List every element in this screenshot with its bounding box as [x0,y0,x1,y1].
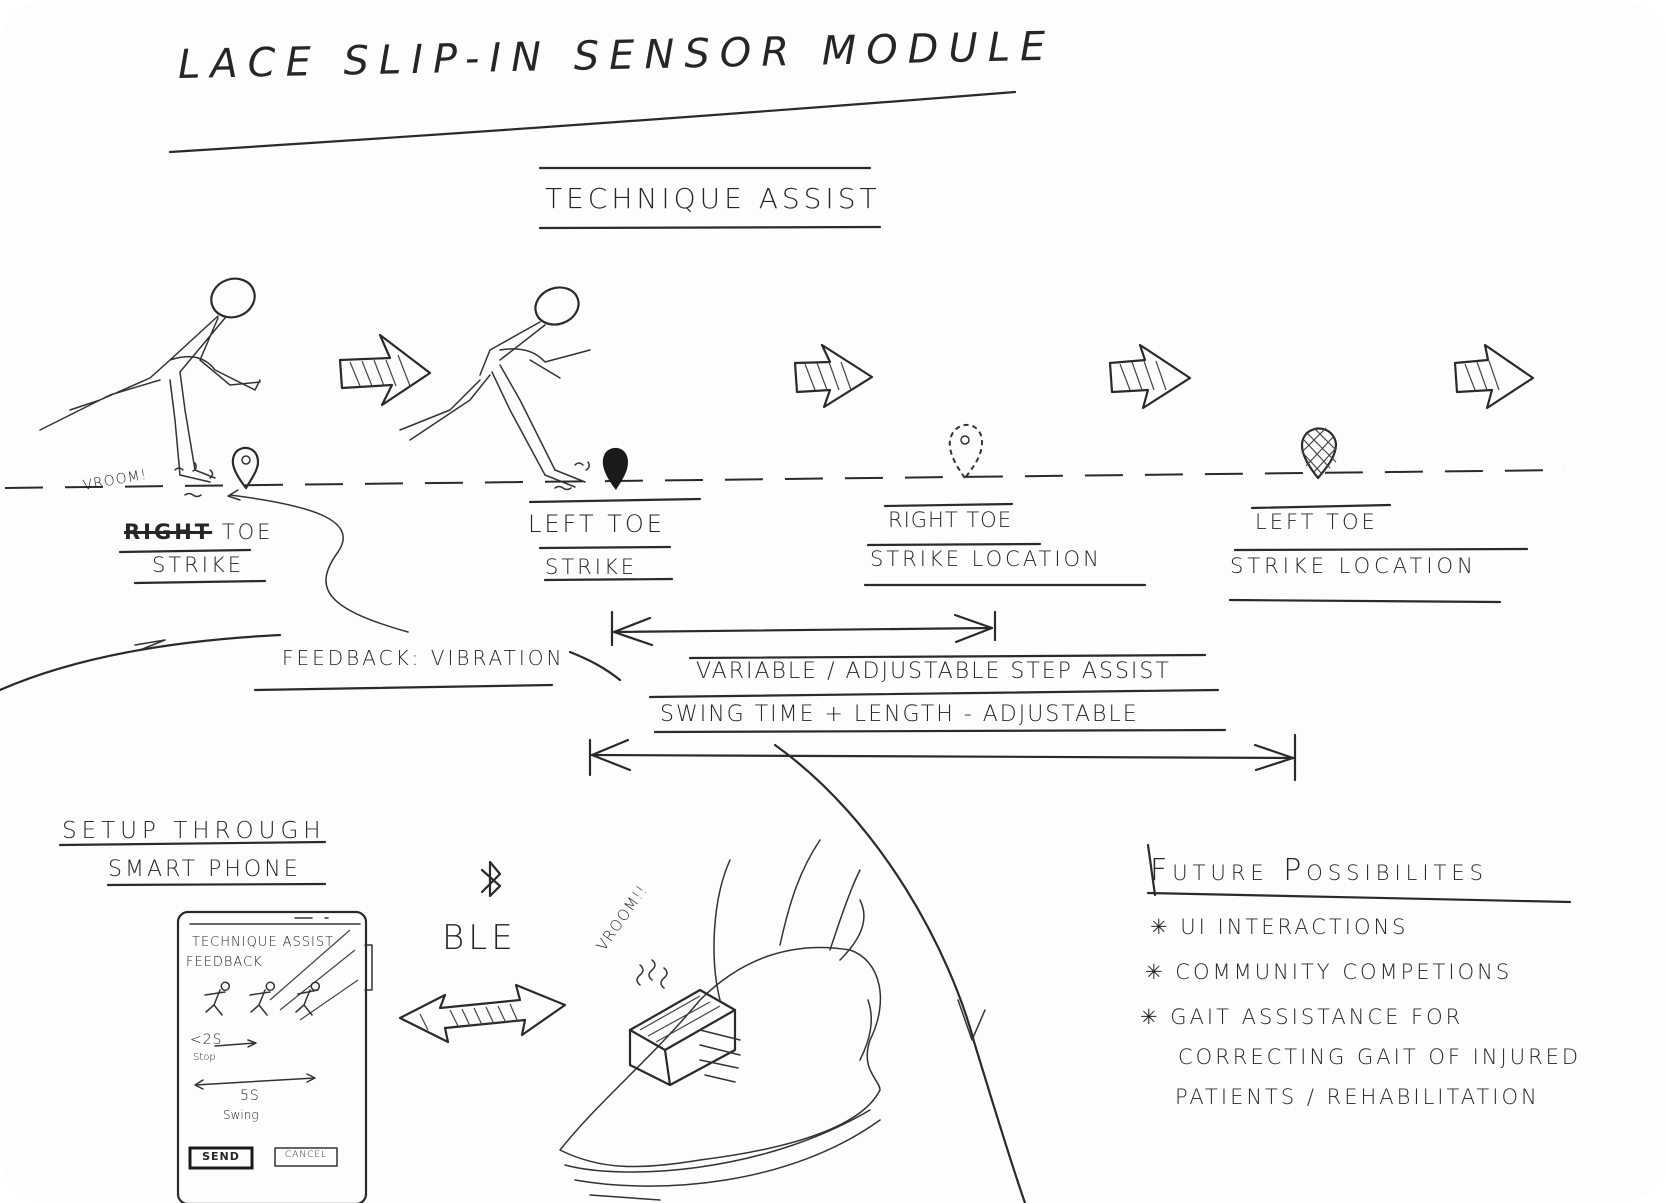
strike-pin-2-icon [602,447,628,490]
future-item-1: ✳ UI Interactions [1150,915,1409,939]
step2-underline [528,497,702,582]
smartphone-sketch [176,910,373,1203]
step3-label-line1: Right Toe [888,508,1012,532]
future-heading: Future Possibilites [1150,853,1488,888]
shoe-with-sensor-sketch [559,839,882,1201]
heading-underline [538,225,882,230]
asterisk-bullet-icon: ✳ [1150,915,1181,939]
phone-swing-label: Swing [223,1108,259,1122]
ground-dashed-line [4,469,1566,489]
sequence-arrow-1 [338,333,432,407]
step2-label-line2: Strike [545,555,637,579]
sequence-arrow-4 [1453,343,1535,410]
zoom-arc-right [773,743,1027,1203]
feedback-underline [253,683,554,692]
strike-location-pin-right-icon [948,423,984,480]
sequence-arrow-2 [793,343,874,409]
technique-assist-heading: Technique Assist [545,182,881,215]
feedback-vibration-label: Feedback: Vibration [282,646,565,670]
step2-label-line1: Left Toe [528,510,665,538]
step1-underline [118,548,267,585]
step1-label-line2: Strike [152,553,244,577]
phone-cancel-button[interactable]: Cancel [284,1150,328,1160]
swing-label: Swing Time + Length - Adjustable [660,702,1139,727]
future-item-3-cont-1: correcting gait of injured [1178,1045,1582,1069]
strike-location-pin-left-icon [1300,427,1338,480]
step4-underline [1228,503,1529,604]
step-assist-dimension [610,610,997,647]
strike-pin-1-icon [231,446,260,490]
feedback-curve [229,494,409,633]
title-underline [168,90,1017,154]
setup-heading-line2: Smart Phone [108,857,301,882]
runner-figure-1 [39,277,261,483]
future-item-3-cont-2: patients / rehabilitation [1175,1085,1540,1109]
vibration-marks-2 [554,461,590,491]
step3-label-line2: Strike Location [870,547,1102,571]
future-underline [1146,843,1572,904]
step4-label-line1: Left Toe [1255,510,1378,534]
step4-label-line2: Strike Location [1230,554,1477,578]
ble-label: BLE [442,918,517,958]
phone-send-button[interactable]: Send [202,1150,240,1163]
sequence-arrow-3 [1108,343,1192,410]
swing-dimension [588,733,1297,782]
vibration-marks-1 [174,462,214,498]
step1-struck-word: Right [124,520,213,544]
phone-stop-value: <2s [190,1032,223,1048]
step-assist-label: Variable / Adjustable Step Assist [696,659,1171,684]
phone-stop-label: Stop [193,1052,216,1063]
runner-figure-2 [399,286,591,488]
asterisk-bullet-icon: ✳ [1140,1005,1171,1029]
future-item-2: ✳ Community Competions [1145,960,1513,984]
step1-label-line1: Right Toe [124,520,273,544]
ble-double-arrow [398,983,567,1044]
phone-swing-value: 5s [240,1088,260,1104]
step1-rest-word: Toe [221,520,274,544]
zoom-arc-left [0,633,622,692]
bluetooth-icon [480,860,502,898]
setup-underline [58,840,327,887]
phone-title-line2: Feedback [186,955,263,970]
step-assist-lines [648,653,1227,734]
phone-title-line1: Technique Assist [192,935,335,950]
asterisk-bullet-icon: ✳ [1145,960,1176,984]
step3-underline [863,502,1147,587]
future-item-3: ✳ Gait Assistance for [1140,1005,1464,1029]
setup-heading-line1: Setup through [62,818,326,844]
